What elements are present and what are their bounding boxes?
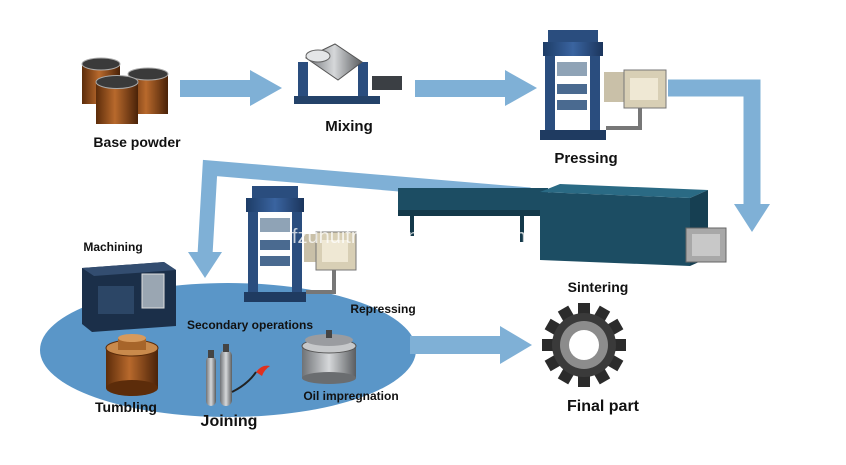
gear-icon <box>542 303 626 387</box>
machining-center-icon <box>82 262 176 332</box>
label-repressing: Repressing <box>350 302 415 316</box>
repress-press-icon <box>244 186 357 302</box>
label-secondary-operations: Secondary operations <box>187 318 313 332</box>
flame-icon <box>256 365 270 376</box>
label-base-powder: Base powder <box>93 134 181 150</box>
arrow-pressing-to-sintering <box>668 79 770 232</box>
arrow-sintering-to-secondary <box>188 159 531 278</box>
oil-pot-icon <box>301 330 357 384</box>
press-icon <box>540 30 667 140</box>
label-tumbling: Tumbling <box>95 399 157 415</box>
mixer-icon <box>294 43 402 104</box>
label-machining: Machining <box>83 240 142 254</box>
arrow-secondary-to-final <box>410 326 532 364</box>
sintering-furnace-icon <box>398 184 727 266</box>
tumbling-barrel-icon <box>105 334 159 396</box>
arrow-mixing-to-pressing <box>415 70 537 106</box>
powder-drums-icon <box>81 57 169 124</box>
label-sintering: Sintering <box>568 279 629 295</box>
watermark-text: fzuhuitrade.en.alibaba.com <box>292 226 532 248</box>
label-mixing: Mixing <box>325 118 373 135</box>
label-oil-impregnation: Oil impregnation <box>303 389 398 403</box>
label-pressing: Pressing <box>554 150 617 167</box>
arrow-base-to-mixing <box>180 70 282 106</box>
label-joining: Joining <box>201 413 258 430</box>
label-final-part: Final part <box>567 398 640 415</box>
gas-cylinders-icon <box>206 344 257 406</box>
